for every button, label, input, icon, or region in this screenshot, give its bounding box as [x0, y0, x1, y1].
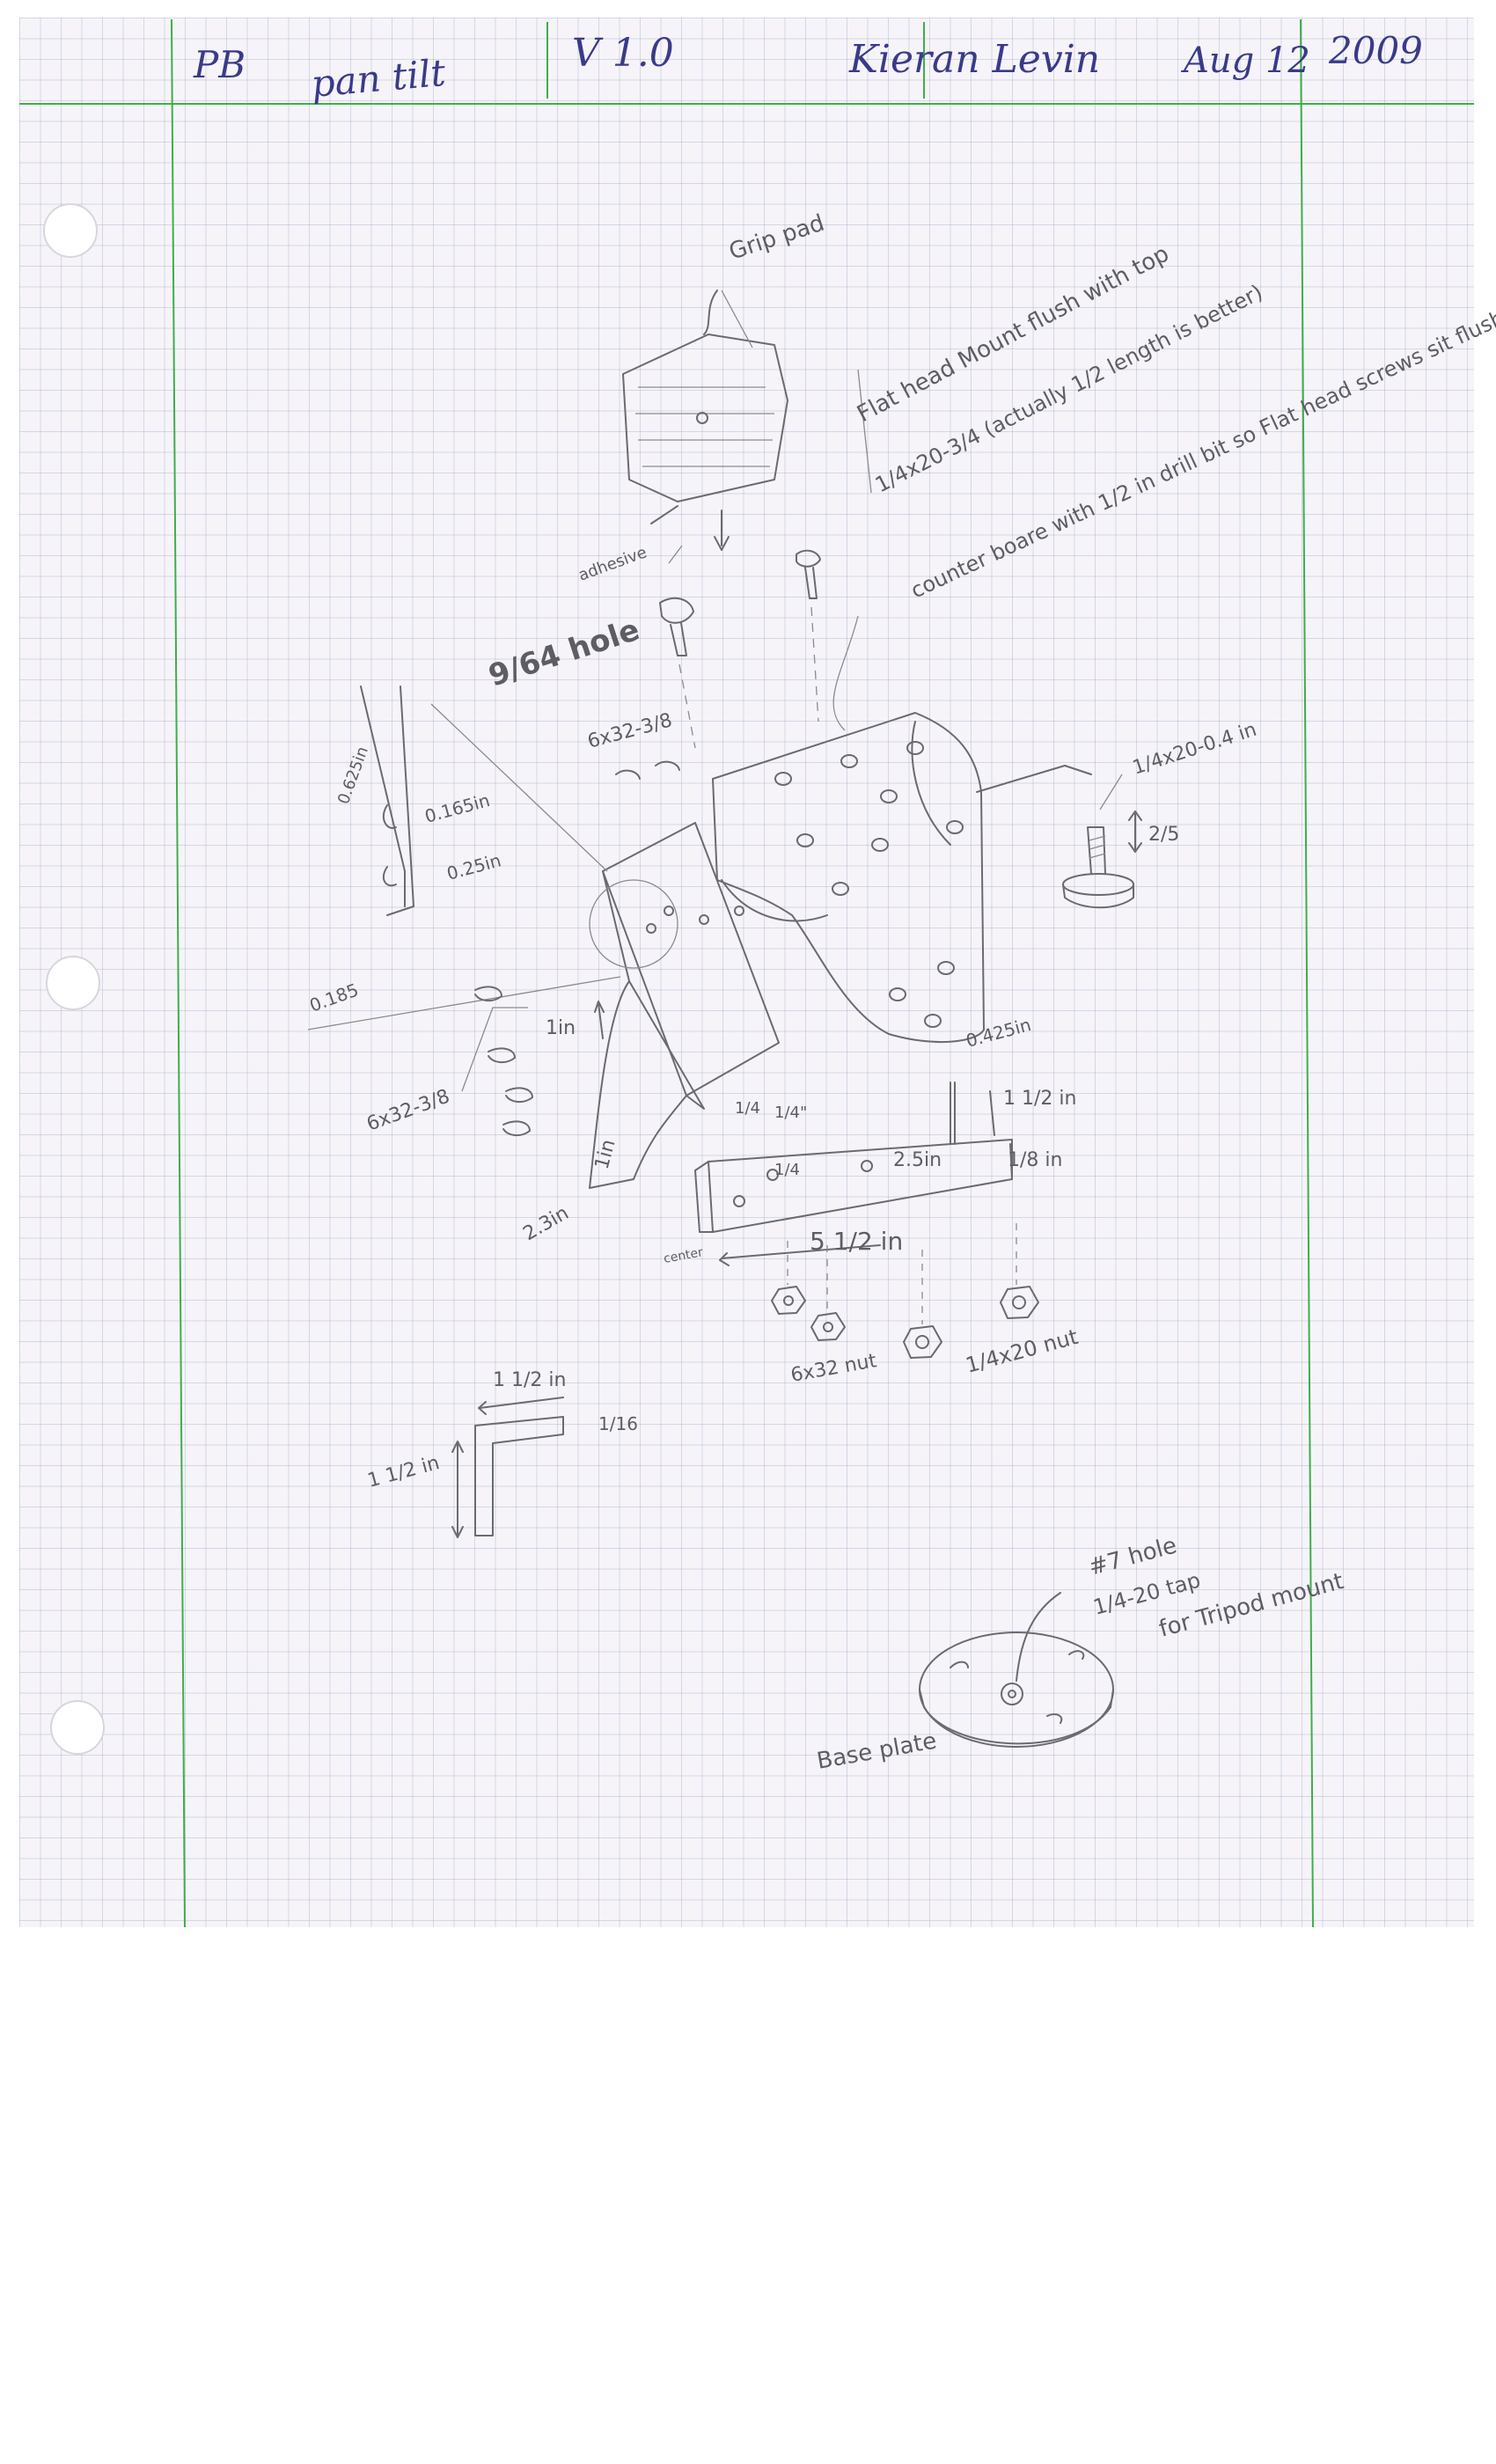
nuts-drawing: [771, 1223, 1039, 1359]
grip-pad-drawing: [622, 290, 788, 551]
label-angle-height: 1 1/2 in: [365, 1452, 442, 1492]
label-dim-1in-a: 1in: [546, 1017, 576, 1039]
label-dim-14-a: 1/4: [735, 1099, 760, 1118]
header-year: 2009: [1328, 29, 1423, 72]
label-dim-25: 2.5in: [893, 1149, 942, 1171]
label-dim-0185: 0.185: [307, 979, 362, 1016]
label-adhesive: adhesive: [576, 543, 649, 584]
label-dim-length: 5 1/2 in: [810, 1227, 903, 1256]
label-dim-025: 0.25in: [444, 849, 503, 884]
header-version: V 1.0: [572, 31, 674, 76]
bracket-drawing: [307, 686, 780, 1189]
knob-drawing: [1062, 810, 1142, 909]
page-header: PB pan tilt V 1.0 Kieran Levin Aug 12 20…: [193, 29, 1423, 106]
label-dim-15-right: 1 1/2 in: [1003, 1088, 1076, 1110]
flat-head-screws: [659, 549, 821, 749]
binder-holes: [43, 203, 105, 1755]
top-plate-drawing: [712, 712, 1092, 1043]
label-angle-thickness: 1/16: [598, 1413, 638, 1434]
label-dim-14-c: 1/4: [774, 1161, 800, 1179]
leader-lines: [668, 290, 1123, 810]
label-dim-23: 2.3in: [520, 1202, 573, 1245]
label-knob-height: 2/5: [1148, 824, 1179, 846]
label-hole-964: 9/64 hole: [484, 612, 643, 694]
header-project: PB: [193, 43, 246, 86]
label-dim-0165: 0.165in: [422, 789, 492, 827]
header-date: Aug 12: [1180, 40, 1310, 81]
label-knob-screw: 1/4x20-0.4 in: [1130, 719, 1259, 780]
header-author: Kieran Levin: [848, 37, 1100, 82]
label-nut-6x32: 6x32 nut: [789, 1350, 879, 1387]
label-dim-0625: 0.625in: [334, 744, 372, 807]
label-dim-0425: 0.425in: [964, 1014, 1033, 1052]
angle-profile-drawing: [451, 1397, 564, 1538]
label-nut-quarter: 1/4x20 nut: [963, 1324, 1081, 1378]
label-flat-head: Flat head Mount flush with top: [853, 240, 1173, 428]
label-base-plate: Base plate: [815, 1727, 939, 1774]
page-rules: [19, 18, 1474, 1928]
label-6x32-lower: 6x32-3/8: [364, 1086, 453, 1136]
label-angle-width: 1 1/2 in: [493, 1369, 566, 1391]
base-bar-drawing: [694, 1082, 1013, 1266]
label-hole-7: #7 hole: [1086, 1532, 1179, 1580]
label-dim-14-b: 1/4": [774, 1104, 807, 1122]
label-dim-18: 1/8 in: [1008, 1149, 1062, 1171]
label-center: center: [663, 1245, 704, 1266]
header-subject: pan tilt: [310, 51, 448, 106]
label-grip-pad: Grip pad: [726, 210, 828, 266]
annotations: Grip pad adhesive Flat head Mount flush …: [307, 210, 1496, 1775]
base-plate-drawing: [919, 1592, 1114, 1748]
label-6x32-upper: 6x32-3/8: [585, 709, 674, 753]
